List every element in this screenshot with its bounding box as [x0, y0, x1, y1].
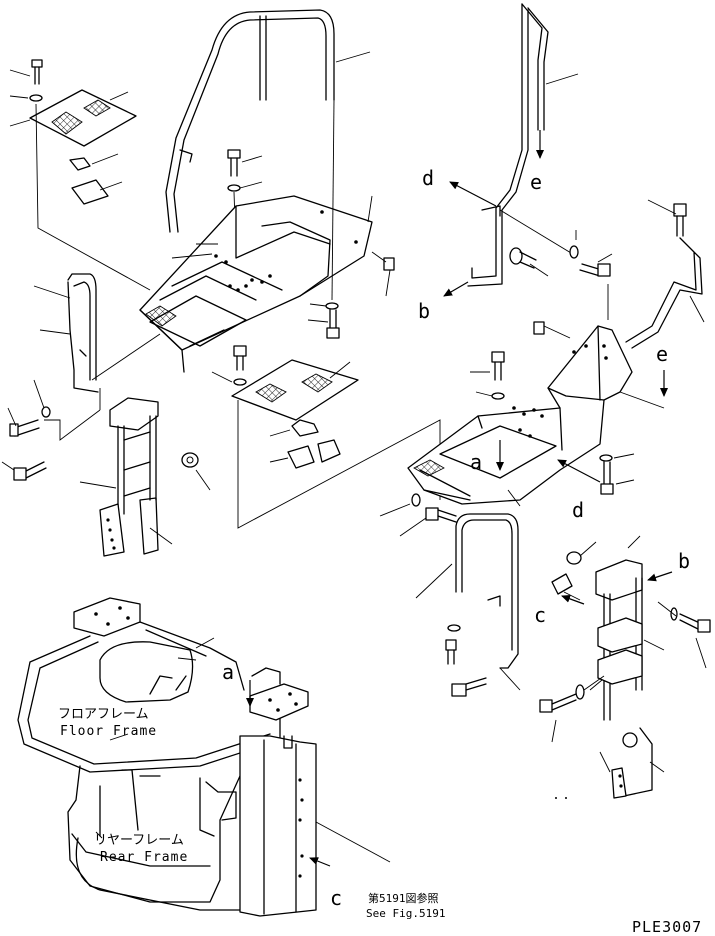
bottom-left-frames — [17, 597, 391, 917]
label-b-right: b — [678, 549, 690, 573]
label-c-bottom: c — [330, 886, 342, 910]
label-d-bottom: d — [572, 498, 584, 522]
callout-letters: d e b e a d b c a c — [222, 166, 690, 910]
bolt-icon — [9, 419, 40, 437]
figure-code: PLE3007 — [632, 918, 702, 936]
floor-frame-jp: フロアフレーム — [58, 707, 149, 722]
reference-en: See Fig.5191 — [366, 907, 445, 920]
label-b-left: b — [418, 299, 430, 323]
rear-frame-en: Rear Frame — [100, 850, 188, 865]
right-floor-assembly — [379, 321, 711, 799]
top-right-assembly — [443, 3, 705, 349]
label-a-right: a — [470, 450, 482, 474]
bolt-icon — [539, 693, 577, 713]
label-c-mid: c — [534, 603, 546, 627]
bolt-icon — [13, 461, 47, 481]
left-ladder-assembly — [1, 273, 211, 557]
bolt-icon — [679, 613, 711, 633]
label-e-top: e — [530, 170, 542, 194]
bolt-icon — [31, 59, 43, 85]
label-d-top: d — [422, 166, 434, 190]
rear-frame-jp: リヤーフレーム — [94, 833, 184, 848]
floor-frame-en: Floor Frame — [60, 724, 157, 739]
reference-jp: 第5191図参照 — [368, 891, 439, 905]
bolt-icon — [425, 507, 457, 523]
top-left-assembly — [9, 9, 395, 373]
frame-captions: フロアフレーム Floor Frame リヤーフレーム Rear Frame 第… — [58, 707, 702, 936]
bolt-icon — [579, 263, 611, 277]
bolt-icon — [451, 677, 487, 697]
center-plate — [211, 345, 441, 529]
label-a-left: a — [222, 660, 234, 684]
label-e-right: e — [656, 342, 668, 366]
